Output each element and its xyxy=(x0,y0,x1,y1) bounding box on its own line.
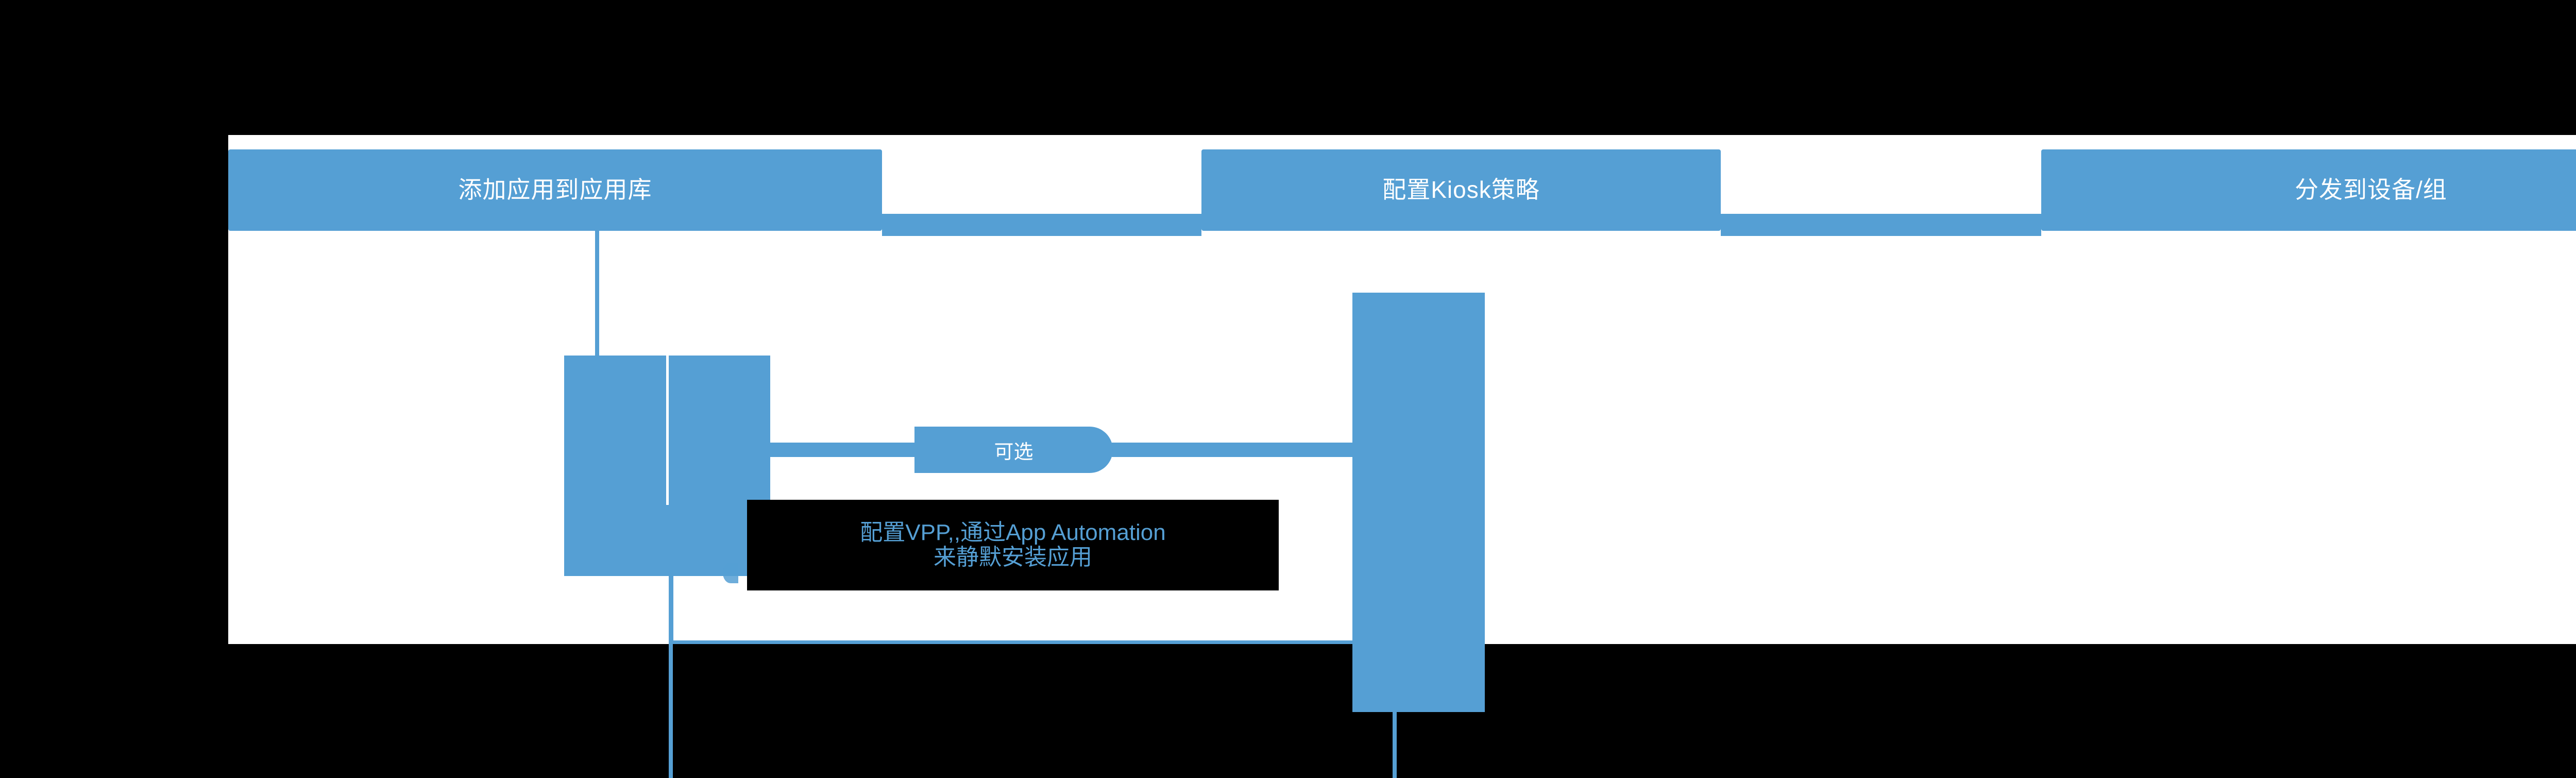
vertical-bar-left-split-line xyxy=(666,356,669,505)
node-label: 分发到设备/组 xyxy=(2295,176,2447,204)
note-text: 配置VPP,,通过App Automation 来静默安装应用 xyxy=(860,520,1166,570)
node-add-app-to-library[interactable]: 添加应用到应用库 xyxy=(228,149,882,231)
badge-optional[interactable]: 可选 xyxy=(914,427,1113,473)
vertical-rule-left-descender xyxy=(669,576,673,778)
vertical-rule-from-step1 xyxy=(595,231,599,360)
connector-step2-to-step3 xyxy=(1721,214,2041,236)
scan-artifact-smudge xyxy=(723,563,738,583)
node-label: 添加应用到应用库 xyxy=(458,176,652,204)
branch-outline-rectangle xyxy=(670,496,1396,644)
note-vpp-app-automation: 配置VPP,,通过App Automation 来静默安装应用 xyxy=(747,500,1279,590)
diagram-canvas: 添加应用到应用库 配置Kiosk策略 分发到设备/组 设备运行Kisok模式 可… xyxy=(228,135,2576,778)
connector-pill-left-stub xyxy=(770,443,916,457)
connector-step1-to-step2 xyxy=(882,214,1201,236)
badge-optional-label: 可选 xyxy=(994,441,1033,463)
node-label: 配置Kiosk策略 xyxy=(1382,176,1540,204)
node-configure-kiosk-policy[interactable]: 配置Kiosk策略 xyxy=(1201,149,1721,231)
vertical-rule-right-descender xyxy=(1393,712,1397,778)
node-distribute-to-devices[interactable]: 分发到设备/组 xyxy=(2041,149,2576,231)
connector-pill-right-stub xyxy=(1112,443,1354,457)
